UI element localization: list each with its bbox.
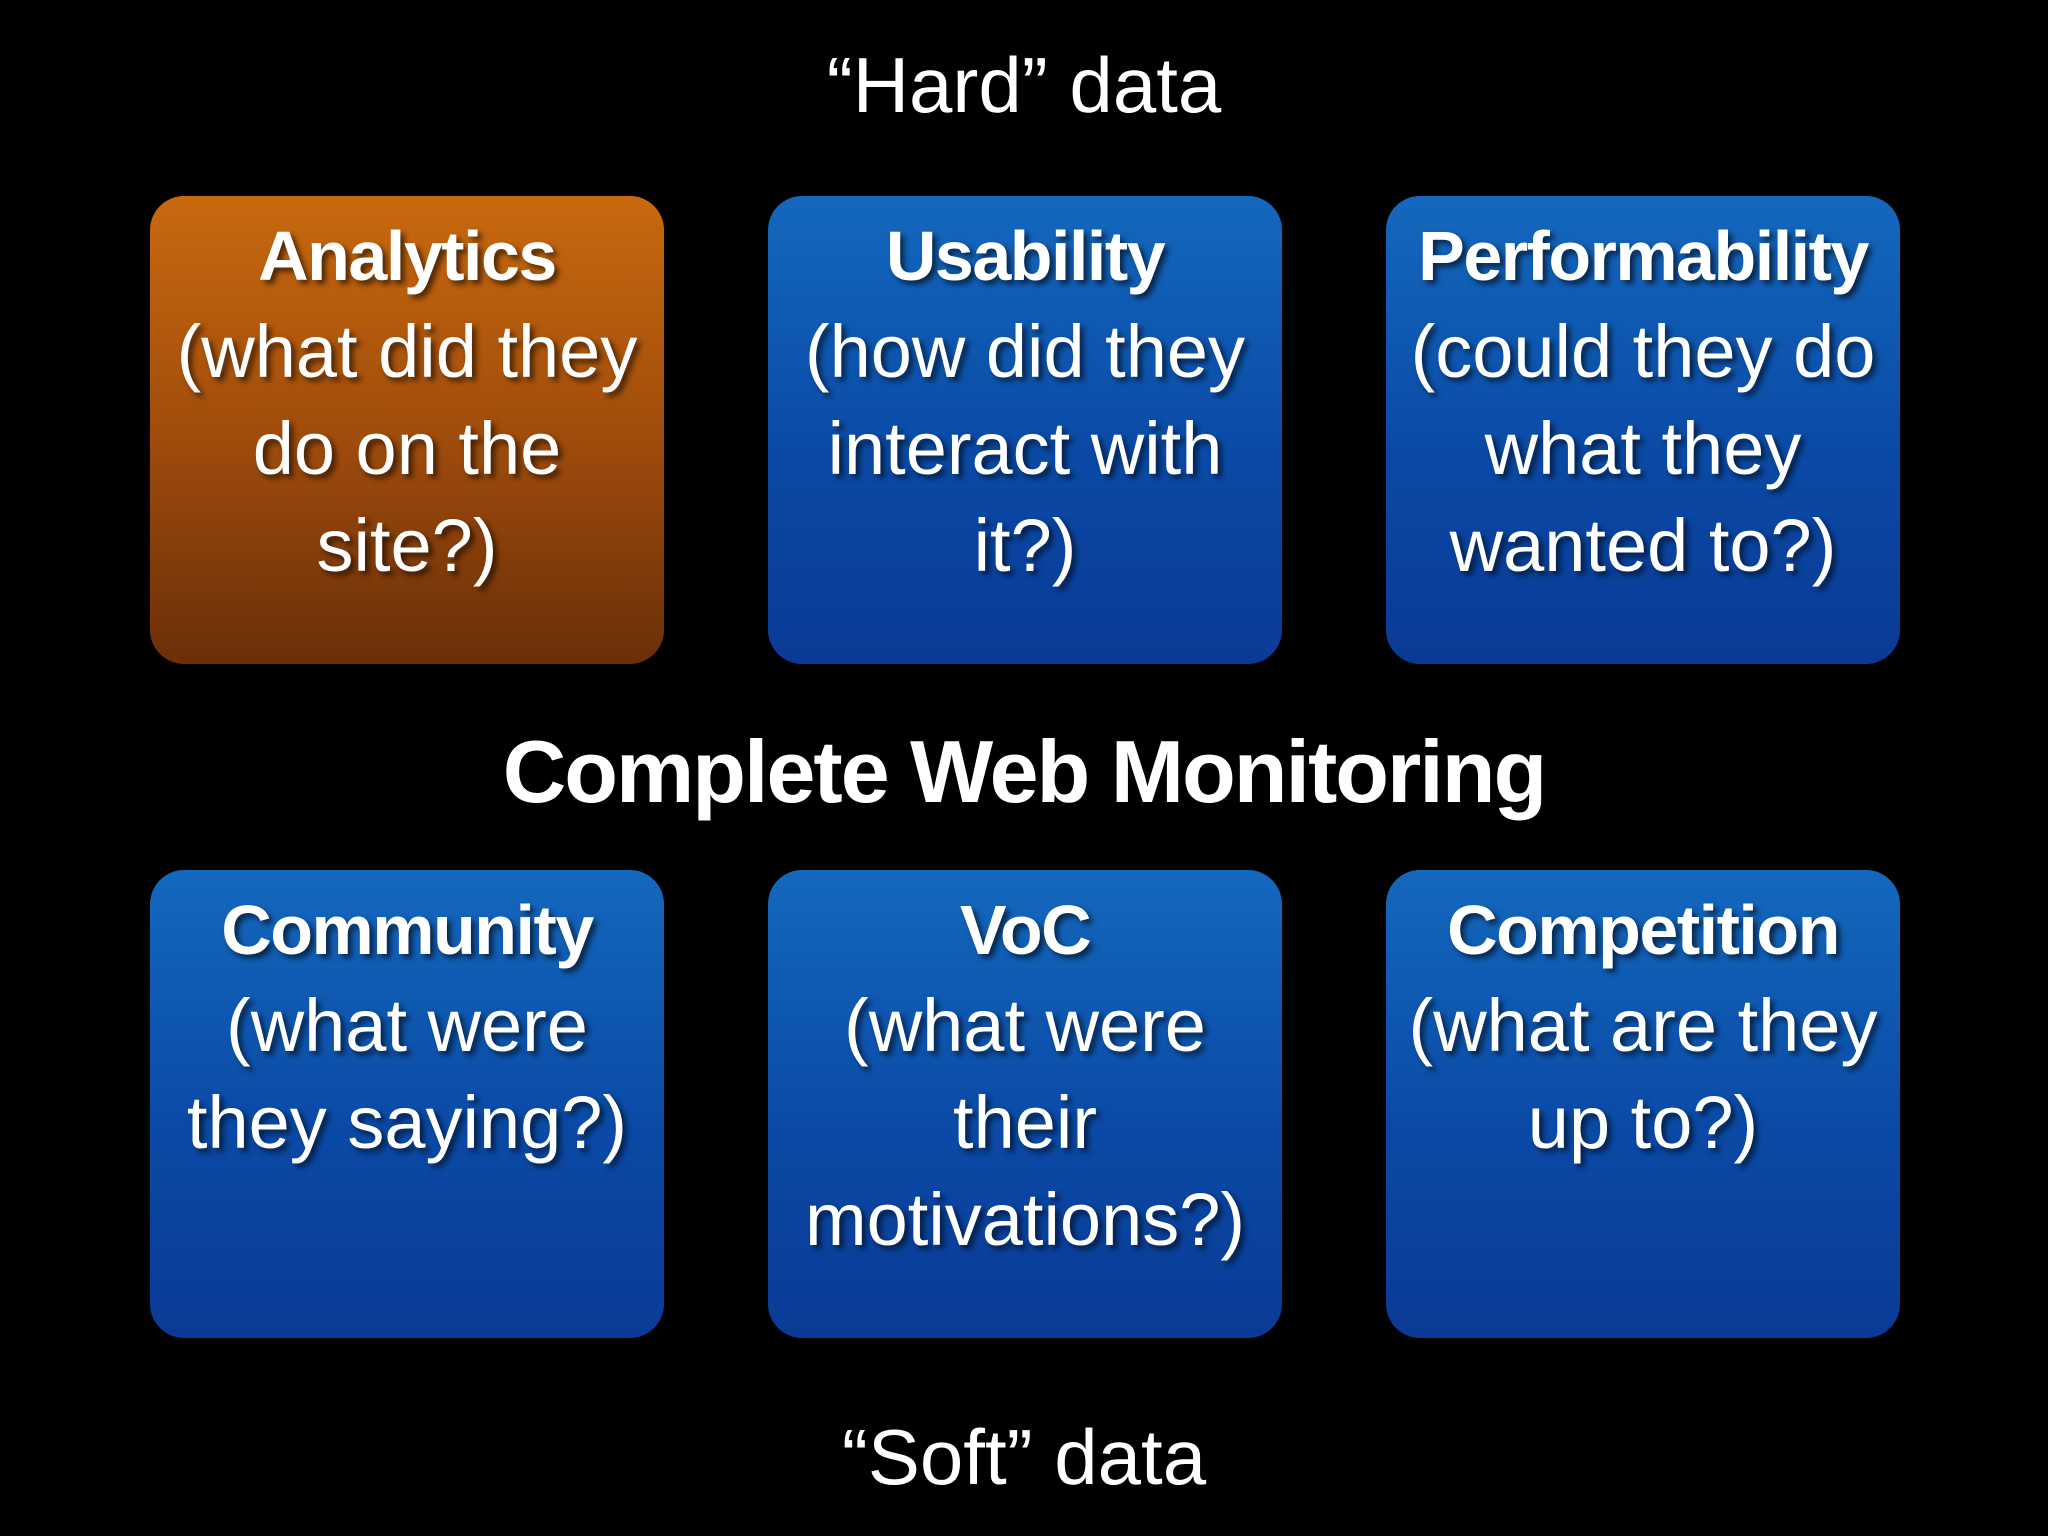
performability-description: (could they do what they wanted to?) [1410, 310, 1876, 587]
community-box: Community (what were they saying?) [150, 870, 664, 1338]
analytics-description: (what did they do on the site?) [176, 310, 638, 587]
performability-box: Performability (could they do what they … [1386, 196, 1900, 664]
analytics-title: Analytics [258, 217, 557, 295]
performability-title: Performability [1418, 217, 1869, 295]
analytics-box: Analytics (what did they do on the site?… [150, 196, 664, 664]
center-title: Complete Web Monitoring [502, 722, 1548, 821]
usability-description: (how did they interact with it?) [804, 310, 1246, 587]
voc-title: VoC [959, 891, 1092, 969]
competition-box: Competition (what are they up to?) [1386, 870, 1900, 1338]
soft-data-caption: “Soft” data [841, 1413, 1207, 1501]
usability-box: Usability (how did they interact with it… [768, 196, 1282, 664]
community-title: Community [221, 891, 594, 969]
voc-box: VoC (what were their motivations?) [768, 870, 1282, 1338]
hard-data-caption: “Hard” data [826, 41, 1222, 129]
community-description: (what were they saying?) [186, 984, 628, 1164]
competition-title: Competition [1447, 891, 1840, 969]
voc-description: (what were their motivations?) [804, 984, 1246, 1261]
usability-title: Usability [885, 217, 1166, 295]
competition-description: (what are they up to?) [1408, 984, 1878, 1164]
